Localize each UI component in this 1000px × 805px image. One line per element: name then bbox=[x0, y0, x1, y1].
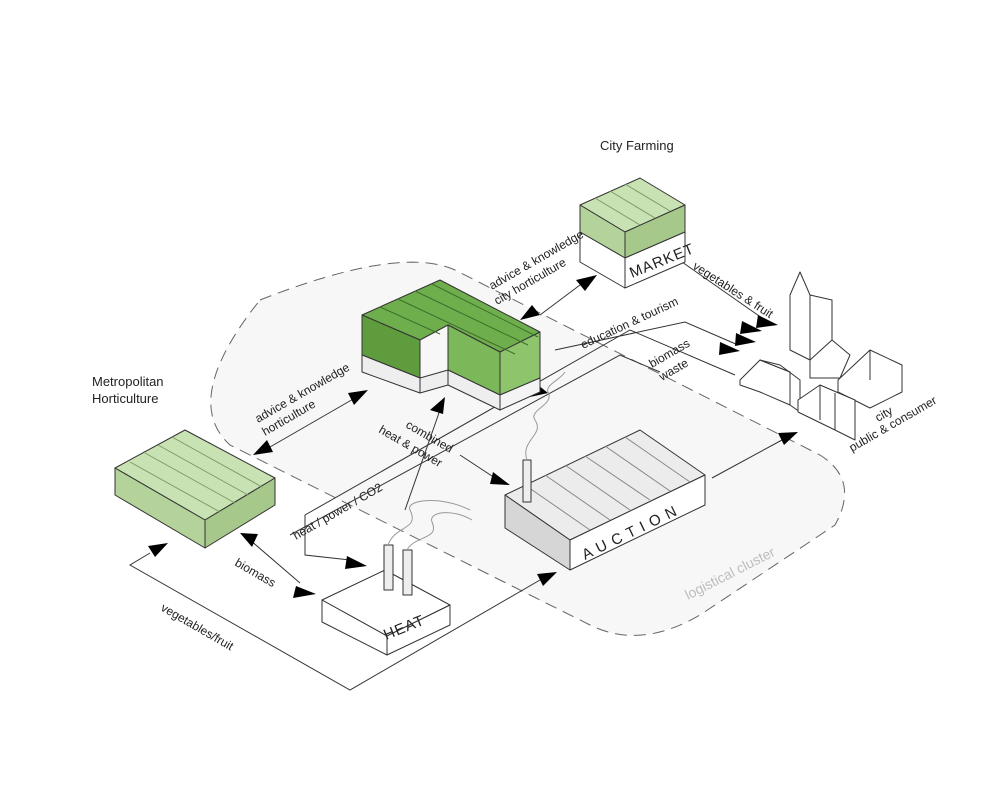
heat-chimney-2 bbox=[402, 549, 413, 596]
metropolitan-title-2: Horticulture bbox=[92, 391, 158, 406]
education-tourism-arrow-1 bbox=[735, 333, 756, 346]
advice-metro-arrow-up bbox=[348, 390, 368, 405]
heat-plant: HEAT bbox=[321, 500, 473, 656]
logistical-cluster-region bbox=[210, 261, 846, 636]
veg-fruit-metro-line bbox=[129, 552, 541, 691]
heat-chimney-1 bbox=[383, 544, 394, 591]
central-greenhouse bbox=[361, 279, 541, 411]
veg-fruit-city-line bbox=[681, 261, 763, 319]
metropolitan-greenhouse bbox=[114, 429, 276, 549]
veg-fruit-metro-label: vegetables/fruit bbox=[159, 600, 237, 653]
veg-fruit-city-label: vegetables & fruit bbox=[690, 259, 776, 322]
advice-city-line bbox=[539, 284, 581, 316]
auction-city-line bbox=[711, 439, 783, 479]
heat-power-co2-line bbox=[289, 354, 661, 536]
city-farming-title: City Farming bbox=[600, 138, 674, 153]
advice-metro-line bbox=[269, 397, 356, 448]
education-tourism-line bbox=[554, 321, 739, 351]
auction-smoke bbox=[525, 371, 566, 461]
biomass-line bbox=[249, 539, 301, 584]
education-tourism-label: education & tourism bbox=[578, 294, 680, 352]
biomass-waste-line bbox=[304, 329, 736, 561]
biomass-waste-arrow bbox=[345, 556, 367, 569]
combined-line bbox=[404, 409, 441, 511]
combined-line-2 bbox=[459, 454, 496, 479]
combined-arrow-down bbox=[490, 472, 510, 485]
veg-fruit-metro-arrow-out bbox=[537, 572, 557, 586]
heat-smoke bbox=[387, 500, 473, 551]
biomass-arrow-in bbox=[240, 533, 258, 547]
market-building: MARKET bbox=[579, 177, 697, 289]
advice-metro-arrow-down bbox=[253, 440, 273, 455]
advice-city-arrow-down bbox=[520, 305, 540, 320]
biomass-arrow-out bbox=[293, 586, 316, 598]
biomass-label: biomass bbox=[233, 555, 279, 589]
city-buildings bbox=[739, 271, 903, 441]
veg-fruit-metro-arrow-in bbox=[148, 543, 168, 557]
combined-arrow-up bbox=[430, 397, 445, 414]
veg-fruit-city-arrow-2 bbox=[740, 321, 762, 334]
auction-building: A U C T I O N bbox=[504, 371, 706, 571]
education-tourism-arrow-2 bbox=[719, 342, 740, 355]
auction-city-arrow bbox=[778, 432, 798, 445]
metropolitan-title-1: Metropolitan bbox=[92, 374, 164, 389]
advice-city-arrow-up bbox=[576, 275, 597, 291]
auction-chimney bbox=[522, 459, 532, 503]
veg-fruit-city-arrow-1 bbox=[756, 315, 778, 328]
